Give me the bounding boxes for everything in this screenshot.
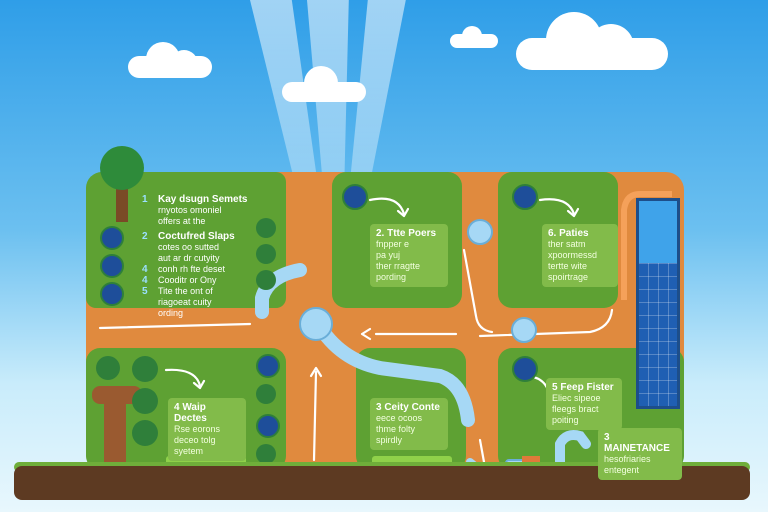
shrub-icon [256, 384, 276, 404]
shrub-icon [256, 218, 276, 238]
legend-item: 4 conh rh fte deset [142, 264, 272, 275]
legend-number: 4 [142, 275, 148, 286]
zone-text: ther satm [548, 239, 586, 249]
legend-item: 5 Tite the ont of riagoeat cuity ording [142, 286, 272, 319]
flower-icon [100, 254, 124, 278]
shrub-icon [132, 388, 158, 414]
flower-icon [512, 184, 538, 210]
shrub-icon [256, 444, 276, 464]
legend-item: 4 Cooditr or Ony [142, 275, 272, 286]
zone-label-maintenance: 3 MAINETANCE hesofriaries entegent [598, 428, 682, 480]
cloud [516, 8, 668, 70]
zone-text: entegent [604, 465, 640, 475]
zone-text: hesofriaries [604, 454, 651, 464]
legend-title: Kay dsugn Semets [158, 194, 248, 205]
shrub-icon [256, 244, 276, 264]
flower-icon [256, 354, 280, 378]
legend-number: 2 [142, 231, 148, 242]
zone-title: 3 Ceity Conte [376, 402, 440, 413]
zone-label-2: 2. Ttte Poers fnpper e pa yuj ther rragt… [370, 224, 448, 287]
legend-number: 4 [142, 264, 148, 275]
zone-label-5: 5 Feep Fister Eliec sipeoe fleegs bract … [546, 378, 622, 430]
zone-text: pording [376, 272, 407, 282]
legend-text: rnyotos omoniel [158, 205, 222, 215]
zone-text: spirdly [376, 435, 403, 445]
legend-text: aut ar dr cutyity [158, 253, 220, 263]
legend-text: riagoeat cuity [158, 297, 212, 307]
zone-title: 6. Paties [548, 228, 589, 239]
legend-item: 1 Kay dsugn Semets rnyotos omoniel offer… [142, 194, 272, 227]
legend-title: Coctufred Slaps [158, 231, 235, 242]
legend: 1 Kay dsugn Semets rnyotos omoniel offer… [142, 194, 272, 319]
flower-icon [512, 356, 538, 382]
zone-title: 3 MAINETANCE [604, 432, 670, 454]
legend-text: cotes oo sutted [158, 242, 220, 252]
tree-icon [92, 386, 156, 468]
zone-text: eece ocoos [376, 413, 423, 423]
zone-title: 5 Feep Fister [552, 382, 614, 393]
legend-text: Cooditr or Ony [158, 275, 217, 285]
zone-text: ther rragtte [376, 261, 421, 271]
legend-item: 2 Coctufred Slaps cotes oo sutted aut ar… [142, 231, 272, 264]
flower-icon [100, 282, 124, 306]
zone-text: deceo tolg [174, 435, 216, 445]
zone-text: syetem [174, 446, 204, 456]
zone-text: xpoormessd [548, 250, 598, 260]
shrub-icon [132, 420, 158, 446]
zone-title: 2. Ttte Poers [376, 228, 437, 239]
zone-text: pa yuj [376, 250, 401, 260]
zone-label-6: 6. Paties ther satm xpoormessd tertte wi… [542, 224, 618, 287]
zone-text: fleegs bract [552, 404, 599, 414]
zone-label-4: 4 Waip Dectes Rse eorons deceo tolg syet… [168, 398, 246, 461]
zone-title: 4 Waip Dectes [174, 402, 207, 424]
flower-icon [100, 226, 124, 250]
zone-text: fnpper e [376, 239, 410, 249]
zone-text: Rse eorons [174, 424, 221, 434]
shrub-icon [256, 270, 276, 290]
zone-text: tertte wite [548, 261, 588, 271]
legend-number: 1 [142, 194, 148, 205]
zone-text: spoirtrage [548, 272, 589, 282]
zone-text: poiting [552, 415, 579, 425]
legend-text: conh rh fte deset [158, 264, 226, 274]
tree-icon [98, 146, 146, 222]
shrub-icon [132, 356, 158, 382]
zone-label-3: 3 Ceity Conte eece ocoos thme folty spir… [370, 398, 448, 450]
legend-text: Tite the ont of [158, 286, 213, 296]
cloud [450, 26, 498, 48]
flower-icon [342, 184, 368, 210]
solar-panel-icon [636, 198, 680, 409]
flower-icon [256, 414, 280, 438]
legend-text: offers at the [158, 216, 206, 226]
cloud [128, 40, 212, 80]
legend-number: 5 [142, 286, 148, 297]
zone-text: thme folty [376, 424, 416, 434]
legend-text: ording [158, 308, 184, 318]
shrub-icon [96, 356, 120, 380]
zone-text: Eliec sipeoe [552, 393, 601, 403]
